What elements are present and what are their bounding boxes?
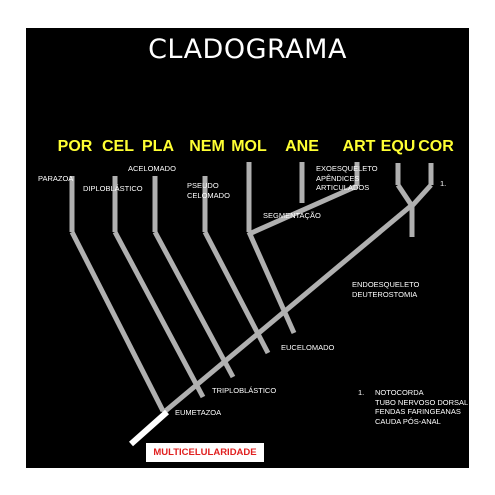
- branch-nem-diagonal: [202, 230, 271, 355]
- label-endoesqueleto-line-1: ENDOESQUELETO: [352, 280, 420, 289]
- footnote-line: FENDAS FARINGEANAS: [375, 407, 461, 416]
- label-endoesqueleto-line-2: DEUTEROSTOMIA: [352, 289, 418, 299]
- taxon-cor: COR: [418, 138, 454, 155]
- taxon-pla: PLA: [142, 138, 174, 155]
- label-segmentacao: SEGMENTAÇÃO: [263, 211, 321, 220]
- label-ref-marker: 1.: [440, 179, 447, 188]
- label-exoesqueleto-line-1: EXOESQUELETO: [316, 164, 378, 173]
- main-spine: [161, 203, 414, 415]
- label-pseudocelomado-line-1: PSEUDO: [187, 181, 219, 190]
- label-diploblastico: DIPLOBLÁSTICO: [83, 184, 143, 193]
- branch-por-diagonal: [69, 230, 166, 413]
- taxon-equ: EQU: [380, 138, 416, 155]
- label-parazoa: PARAZOA: [38, 174, 74, 183]
- footnote-line: CAUDA PÓS-ANAL: [375, 416, 441, 426]
- slide-title: CLADOGRAMA: [148, 34, 347, 65]
- taxon-ane: ANE: [285, 138, 319, 155]
- label-pseudocelomado: PSEUDO CELOMADO: [187, 181, 230, 200]
- slide-background: [26, 28, 469, 468]
- label-eucelomado: EUCELOMADO: [281, 343, 335, 352]
- root-label-multicelularidade: MULTICELULARIDADE: [146, 443, 264, 462]
- label-exoesqueleto-line-3: ARTICULADOS: [316, 183, 370, 192]
- label-acelomado: ACELOMADO: [128, 164, 176, 173]
- footnote-number: 1.: [358, 388, 365, 397]
- footnote-lines: NOTOCORDA TUBO NERVOSO DORSAL FENDAS FAR…: [375, 388, 468, 426]
- root-segment: [129, 409, 169, 447]
- branch-cor-diagonal: [410, 183, 433, 208]
- branch-art-to-segmentation: [247, 183, 359, 237]
- label-pseudocelomado-line-2: CELOMADO: [187, 190, 230, 200]
- branch-pla-diagonal: [152, 230, 236, 379]
- label-endoesqueleto: ENDOESQUELETO DEUTEROSTOMIA: [352, 280, 419, 299]
- branch-equ-diagonal: [395, 183, 415, 208]
- label-exoesqueleto-line-2: APÊNDICES: [316, 173, 360, 183]
- taxon-cel: CEL: [102, 138, 134, 155]
- taxon-por: POR: [57, 138, 93, 155]
- taxon-mol: MOL: [231, 138, 267, 155]
- label-exoesqueleto: EXOESQUELETO APÊNDICES ARTICULADOS: [316, 164, 378, 193]
- taxon-art: ART: [342, 138, 376, 155]
- footnote-line: NOTOCORDA: [375, 388, 424, 397]
- branch-mol-diagonal: [246, 230, 297, 335]
- taxon-nem: NEM: [189, 138, 225, 155]
- footnote-line: TUBO NERVOSO DORSAL: [375, 397, 469, 407]
- label-triploblastico: TRIPLOBLÁSTICO: [212, 386, 277, 395]
- label-eumetazoa: EUMETAZOA: [175, 408, 222, 417]
- branch-cel-diagonal: [112, 230, 206, 399]
